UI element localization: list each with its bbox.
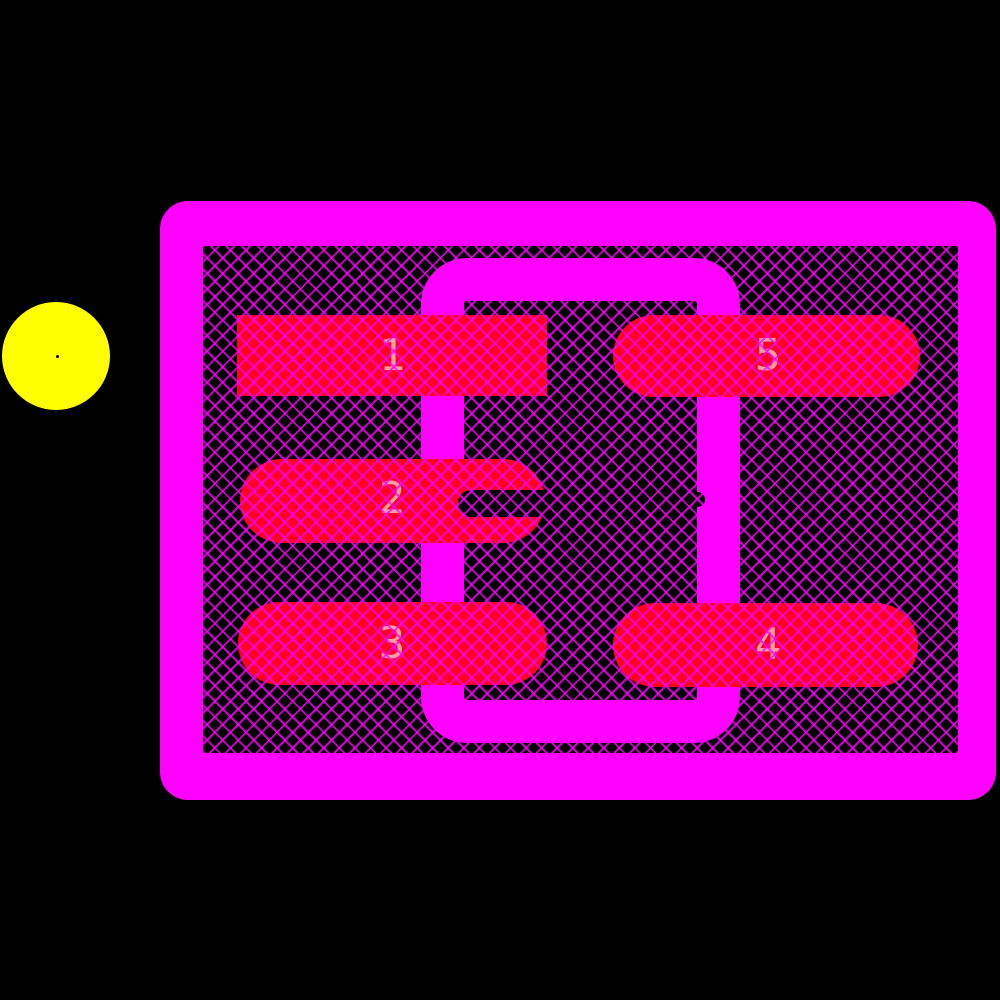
origin-marker-circle[interactable] <box>2 302 110 410</box>
origin-center-dot <box>56 355 59 358</box>
courtyard-outline[interactable]: 1 2 3 4 5 <box>160 201 996 800</box>
pad-2-slot-cutout <box>458 490 558 517</box>
pad-5-label: 5 <box>754 330 782 381</box>
pad-1-label: 1 <box>378 330 406 381</box>
pad-3-label: 3 <box>378 618 406 669</box>
polarity-notch <box>690 492 705 507</box>
hatched-zone: 1 2 3 4 5 <box>203 246 958 753</box>
pad-2-label: 2 <box>378 473 406 524</box>
pad-4-label: 4 <box>754 619 782 670</box>
